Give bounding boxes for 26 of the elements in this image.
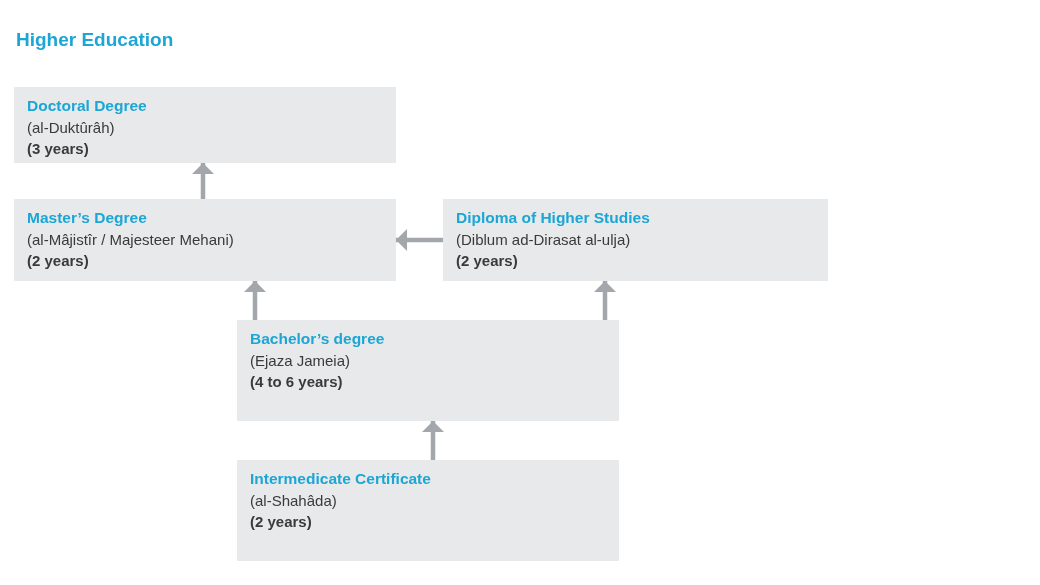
degree-title: Bachelor’s degree <box>250 329 385 349</box>
native-name: (Diblum ad-Dirasat al-ulja) <box>456 229 631 250</box>
degree-box <box>237 320 619 421</box>
degree-box <box>14 199 396 281</box>
duration: (4 to 6 years) <box>250 372 343 392</box>
degree-title: Diploma of Higher Studies <box>456 208 650 228</box>
arrow <box>594 281 616 320</box>
degree-title: Master’s Degree <box>27 208 147 228</box>
native-name: (al-Duktûrâh) <box>27 117 115 138</box>
duration: (2 years) <box>250 512 312 532</box>
degree-title: Intermedicate Certificate <box>250 469 431 489</box>
arrow <box>422 421 444 460</box>
arrow <box>192 163 214 199</box>
degree-title: Doctoral Degree <box>27 96 147 116</box>
duration: (3 years) <box>27 139 89 159</box>
native-name: (al-Shahâda) <box>250 490 337 511</box>
heading: Higher Education <box>16 29 174 51</box>
native-name: (al-Mâjistîr / Majesteer Mehani) <box>27 229 234 250</box>
native-name: (Ejaza Jameia) <box>250 350 351 371</box>
arrow <box>244 281 266 320</box>
degree-box <box>14 87 396 163</box>
duration: (2 years) <box>456 251 518 271</box>
degree-box <box>443 199 828 281</box>
arrow <box>396 229 443 251</box>
duration: (2 years) <box>27 251 89 271</box>
degree-box <box>237 460 619 561</box>
